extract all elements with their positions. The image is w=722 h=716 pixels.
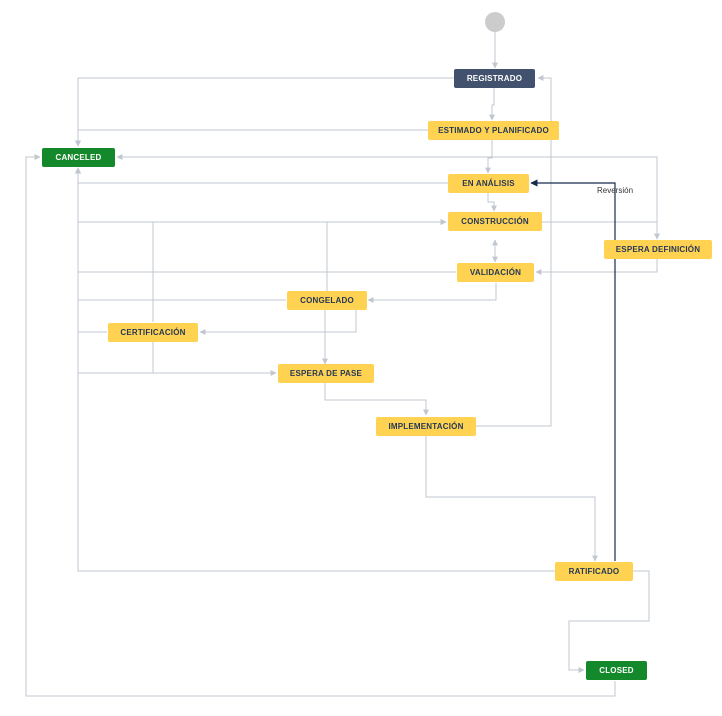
edge-registrado-canceled [75, 77, 454, 147]
start-node [485, 12, 505, 32]
transition-label-reversion[interactable]: Reversión [597, 186, 634, 195]
state-canceled[interactable]: CANCELED [42, 148, 115, 167]
edge-espera-pase-implementacion [324, 383, 429, 416]
state-closed[interactable]: CLOSED [586, 661, 647, 680]
edge-congelado-certificacion [199, 310, 357, 335]
state-construccion[interactable]: CONSTRUCCIÓN [448, 212, 542, 231]
edge-ratificado-closed [568, 570, 650, 673]
edge-implementacion-registrado [476, 75, 552, 427]
state-registrado[interactable]: REGISTRADO [454, 69, 535, 88]
state-implementacion[interactable]: IMPLEMENTACIÓN [376, 417, 476, 436]
edge-certificacion-canceled [75, 167, 107, 333]
edge-congelado-construccion [326, 219, 447, 291]
edge-ratificado-canceled [75, 167, 555, 572]
edge-espera-definicion-canceled [116, 154, 658, 239]
edge-certificacion-espera-pase [152, 342, 277, 376]
edge-espera-pase-canceled [75, 167, 276, 374]
edge-implementacion-ratificado [425, 436, 598, 562]
state-espera-de-pase[interactable]: ESPERA DE PASE [278, 364, 374, 383]
edge-construccion-canceled [75, 167, 446, 223]
edge-validacion-congelado [367, 283, 497, 303]
edge-estimado-en-analisis [485, 140, 493, 174]
edge-en-analisis-construccion [487, 193, 497, 212]
edge-registrado-estimado [489, 88, 495, 121]
edge-validacion-canceled [75, 167, 456, 273]
edge-en-analisis-canceled [75, 167, 448, 184]
edge-ratificado-en-analisis-reversion [530, 179, 616, 561]
state-certificacion[interactable]: CERTIFICACIÓN [108, 323, 198, 342]
state-estimado-y-planificado[interactable]: ESTIMADO Y PLANIFICADO [428, 121, 559, 140]
state-validacion[interactable]: VALIDACIÓN [457, 263, 534, 282]
edge-estimado-canceled [75, 129, 428, 147]
edge-congelado-canceled [75, 167, 286, 301]
state-espera-definicion[interactable]: ESPERA DEFINICIÓN [604, 240, 712, 259]
edge-construccion-espera-definicion [542, 221, 660, 240]
state-congelado[interactable]: CONGELADO [287, 291, 367, 310]
edge-closed-canceled [25, 154, 616, 697]
state-ratificado[interactable]: RATIFICADO [555, 562, 633, 581]
state-en-analisis[interactable]: EN ANÁLISIS [448, 174, 529, 193]
edge-espera-definicion-validacion [535, 259, 658, 275]
